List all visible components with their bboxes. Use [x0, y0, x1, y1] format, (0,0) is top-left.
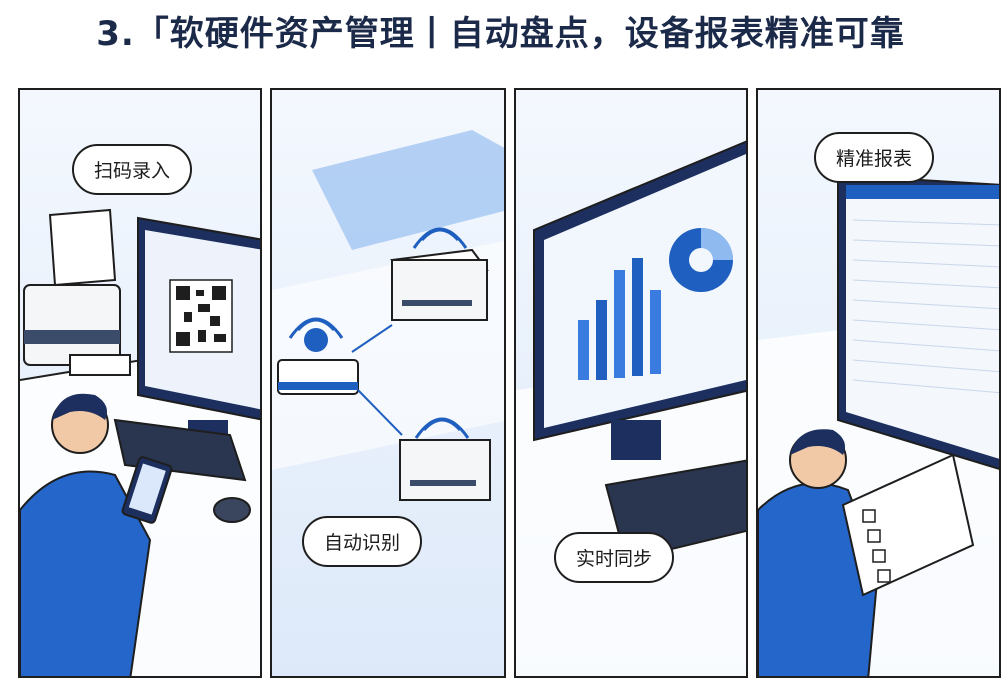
caption-bubble: 自动识别 [302, 516, 423, 567]
person-with-clipboard [758, 429, 975, 676]
printer-icon [23, 208, 131, 376]
monitor-report-icon [837, 173, 999, 470]
router-icon [277, 328, 359, 395]
caption-bubble: 实时同步 [554, 532, 675, 583]
scan-entry-illustration [20, 208, 260, 676]
panel-realtime-sync: 实时同步 [514, 88, 748, 678]
monitor-qr-icon [137, 216, 260, 440]
page-title: 3.「软硬件资产管理丨自动盘点，设备报表精准可靠 [96, 14, 905, 54]
panel-accurate-report: 精准报表 [756, 88, 1001, 678]
server-box-bottom-icon [399, 439, 491, 501]
panel-auto-recognition: 自动识别 [270, 88, 506, 678]
accurate-report-illustration [758, 173, 999, 676]
server-box-top-icon [390, 248, 489, 321]
auto-recognition-illustration [272, 130, 504, 501]
caption-bubble: 精准报表 [814, 132, 935, 183]
person-with-phone [20, 393, 173, 676]
caption-bubble: 扫码录入 [72, 144, 193, 195]
realtime-sync-illustration [516, 140, 746, 676]
monitor-chart-icon [533, 140, 746, 460]
panel-scan-entry: 扫码录入 [18, 88, 262, 678]
wireless-signal-icon [288, 227, 470, 439]
